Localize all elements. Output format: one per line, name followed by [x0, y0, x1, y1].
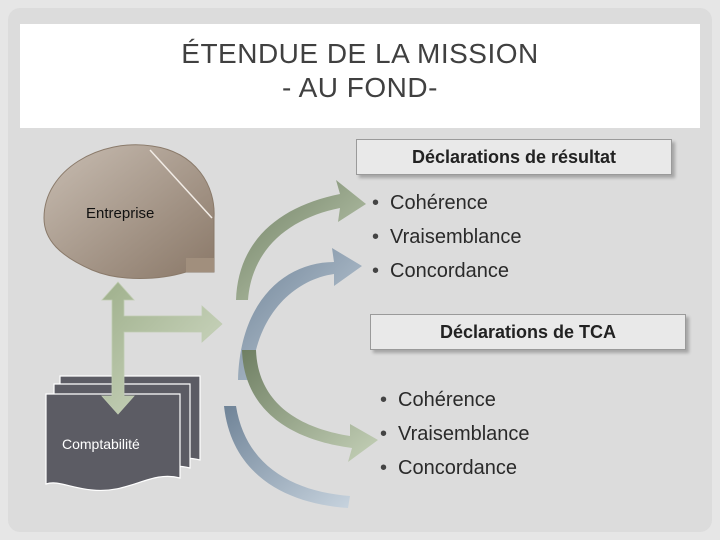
list-item-text: Concordance	[398, 457, 517, 479]
comptabilite-label: Comptabilité	[62, 436, 140, 452]
list-item-text: Cohérence	[390, 192, 488, 214]
list-item-text: Vraisemblance	[390, 226, 522, 248]
list-item: • Concordance	[372, 254, 522, 288]
list-item: • Vraisemblance	[380, 417, 530, 451]
bullet-icon: •	[380, 389, 388, 411]
bullet-icon: •	[372, 226, 380, 248]
list-item: • Cohérence	[372, 186, 522, 220]
curved-arrows	[224, 180, 378, 508]
list-item-text: Cohérence	[398, 389, 496, 411]
entreprise-label: Entreprise	[86, 205, 155, 222]
list-item: • Concordance	[380, 451, 530, 485]
bullet-icon: •	[380, 457, 388, 479]
section-list-resultat: • Cohérence • Vraisemblance • Concordance	[372, 186, 522, 288]
section-list-tca: • Cohérence • Vraisemblance • Concordance	[380, 383, 530, 485]
double-arrow-icon	[101, 281, 223, 415]
bullet-icon: •	[380, 423, 388, 445]
bullet-icon: •	[372, 192, 380, 214]
entreprise-node	[43, 144, 215, 279]
section-heading-tca: Déclarations de TCA	[370, 314, 686, 350]
bullet-icon: •	[372, 260, 380, 282]
list-item: • Cohérence	[380, 383, 530, 417]
list-item: • Vraisemblance	[372, 220, 522, 254]
list-item-text: Concordance	[390, 260, 509, 282]
section-heading-resultat: Déclarations de résultat	[356, 139, 672, 175]
title-band	[20, 24, 700, 128]
slide-title-line-1: ÉTENDUE DE LA MISSION	[181, 38, 539, 69]
list-item-text: Vraisemblance	[398, 423, 530, 445]
comptabilite-node	[45, 375, 201, 492]
slide-title-line-2: - AU FOND-	[282, 72, 438, 103]
